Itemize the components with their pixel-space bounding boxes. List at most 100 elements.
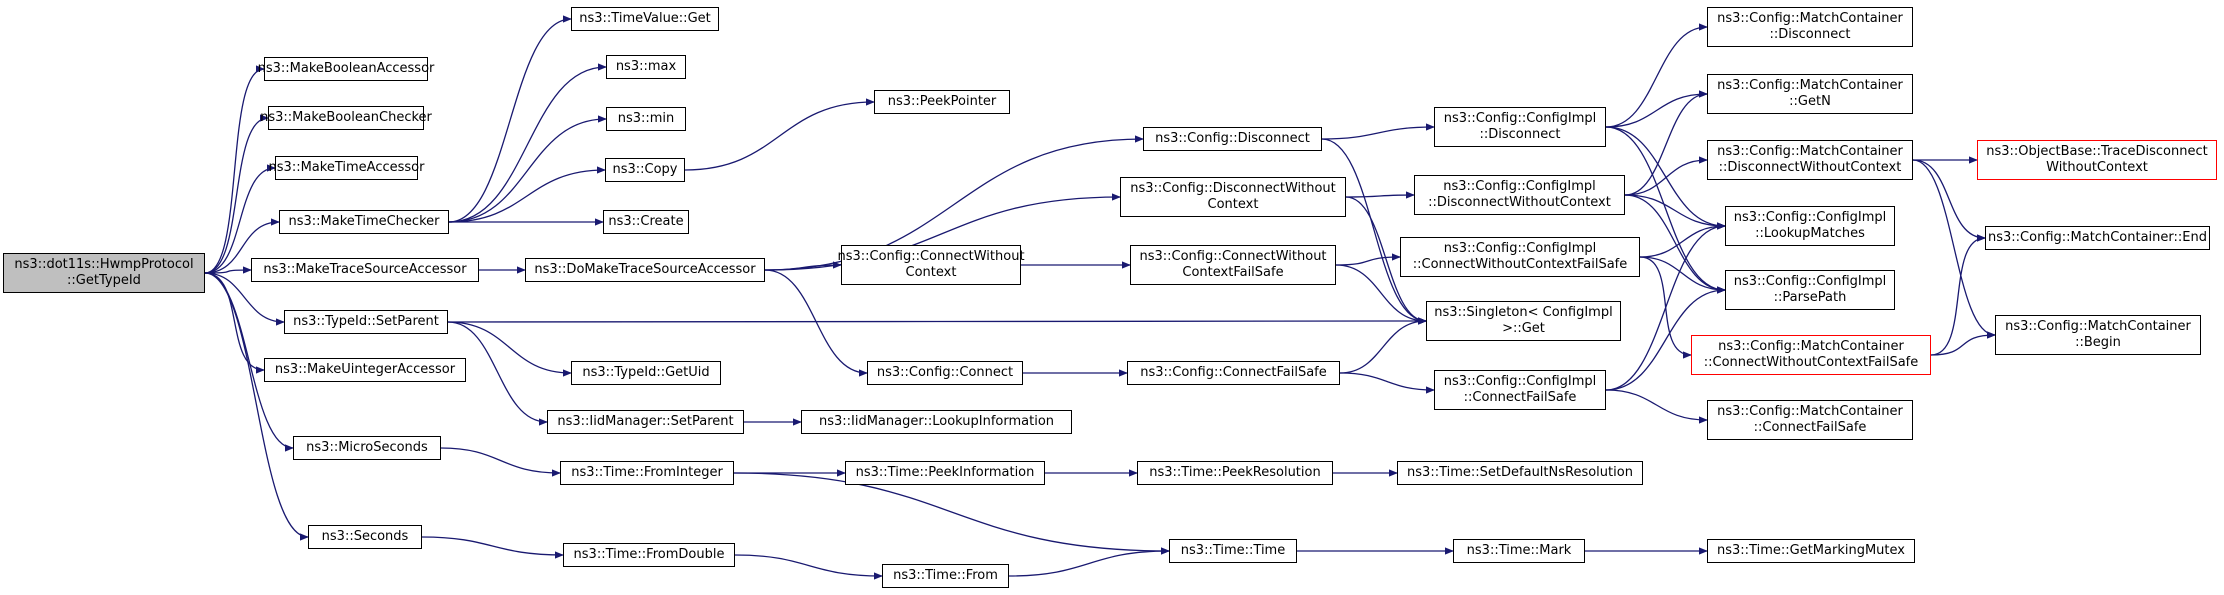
edge-config-connectfailsafe-to-singleton-get	[1339, 317, 1427, 374]
edge-gettypeid-to-makeuintegeraccessor	[204, 272, 265, 374]
node-peekpointer[interactable]: ns3::PeekPointer	[874, 90, 1010, 114]
edge-typeid-setparent-to-typeid-getuid	[447, 321, 572, 377]
edge-configimpl-disconnectwithoutcontext-to-matchcontainer-disconnectwithoutcontext	[1624, 156, 1708, 196]
node-time-mark[interactable]: ns3::Time::Mark	[1453, 539, 1585, 563]
edge-gettypeid-to-makebooleanchecker	[204, 114, 269, 274]
node-singleton-get[interactable]: ns3::Singleton< ConfigImpl >::Get	[1426, 301, 1621, 341]
node-typeid-setparent[interactable]: ns3::TypeId::SetParent	[284, 310, 448, 334]
node-configimpl-disconnectwithoutcontext[interactable]: ns3::Config::ConfigImpl ::DisconnectWith…	[1414, 175, 1625, 215]
node-config-connectfailsafe[interactable]: ns3::Config::ConnectFailSafe	[1127, 361, 1340, 385]
edge-gettypeid-to-maketimeaccessor	[204, 164, 276, 274]
edge-typeid-setparent-to-singleton-get	[447, 317, 1427, 325]
edge-config-connectwithoutcontextfailsafe-to-singleton-get	[1335, 264, 1427, 325]
node-iidmanager-setparent[interactable]: ns3::IidManager::SetParent	[547, 410, 744, 434]
node-time-peekinformation[interactable]: ns3::Time::PeekInformation	[845, 461, 1045, 485]
edge-config-connectfailsafe-to-configimpl-connectfailsafe	[1339, 372, 1435, 394]
edge-maketimechecker-to-timevalue-get	[448, 15, 572, 223]
node-config-connect[interactable]: ns3::Config::Connect	[867, 361, 1023, 385]
edge-configimpl-connectwithoutcontextfailsafe-to-configimpl-lookupmatches	[1639, 222, 1726, 258]
edge-microseconds-to-time-frominteger	[440, 447, 561, 477]
edge-config-disconnect-to-configimpl-disconnect	[1321, 123, 1435, 140]
node-maketracesourceaccessor[interactable]: ns3::MakeTraceSourceAccessor	[251, 258, 479, 282]
node-config-disconnect[interactable]: ns3::Config::Disconnect	[1143, 127, 1322, 151]
node-iidmanager-lookupinformation[interactable]: ns3::IidManager::LookupInformation	[801, 410, 1072, 434]
node-config-disconnectwithoutcontext[interactable]: ns3::Config::DisconnectWithout Context	[1120, 177, 1346, 217]
node-matchcontainer-connectwithoutcontextfailsafe[interactable]: ns3::Config::MatchContainer ::ConnectWit…	[1691, 335, 1931, 375]
edge-domaketracesourceaccessor-to-config-disconnectwithoutcontext	[764, 193, 1121, 271]
node-configimpl-connectwithoutcontextfailsafe[interactable]: ns3::Config::ConfigImpl ::ConnectWithout…	[1400, 237, 1640, 277]
node-matchcontainer-disconnect[interactable]: ns3::Config::MatchContainer ::Disconnect	[1707, 7, 1913, 47]
edge-gettypeid-to-seconds	[204, 272, 309, 541]
edge-config-disconnectwithoutcontext-to-singleton-get	[1345, 196, 1427, 325]
node-time-time[interactable]: ns3::Time::Time	[1169, 539, 1297, 563]
edge-seconds-to-time-fromdouble	[421, 536, 564, 559]
node-typeid-getuid[interactable]: ns3::TypeId::GetUid	[571, 361, 721, 385]
edge-gettypeid-to-maketracesourceaccessor	[204, 266, 252, 274]
edge-matchcontainer-connectwithoutcontextfailsafe-to-matchcontainer-begin	[1930, 331, 1996, 356]
edge-typeid-setparent-to-iidmanager-setparent	[447, 321, 548, 426]
node-configimpl-lookupmatches[interactable]: ns3::Config::ConfigImpl ::LookupMatches	[1725, 206, 1895, 246]
node-makebooleanchecker[interactable]: ns3::MakeBooleanChecker	[260, 106, 432, 130]
edge-maketimechecker-to-copy	[448, 166, 606, 223]
edge-domaketracesourceaccessor-to-config-connect	[764, 269, 868, 377]
edge-configimpl-connectfailsafe-to-configimpl-lookupmatches	[1605, 222, 1726, 391]
edge-gettypeid-to-typeid-setparent	[204, 272, 285, 326]
edge-configimpl-disconnectwithoutcontext-to-configimpl-lookupmatches	[1624, 194, 1726, 230]
edge-config-connectwithoutcontextfailsafe-to-configimpl-connectwithoutcontextfailsafe	[1335, 253, 1401, 266]
node-create[interactable]: ns3::Create	[603, 210, 689, 234]
node-time-fromdouble[interactable]: ns3::Time::FromDouble	[563, 543, 735, 567]
edge-configimpl-disconnect-to-configimpl-parsepath	[1605, 126, 1726, 294]
edge-time-from-to-time-time	[1008, 547, 1170, 577]
edge-configimpl-connectfailsafe-to-matchcontainer-connectfailsafe	[1605, 389, 1708, 424]
node-timevalue-get[interactable]: ns3::TimeValue::Get	[571, 7, 719, 31]
edge-matchcontainer-connectwithoutcontextfailsafe-to-matchcontainer-end	[1930, 234, 1986, 356]
edge-config-disconnectwithoutcontext-to-configimpl-disconnectwithoutcontext	[1345, 191, 1415, 199]
node-matchcontainer-end[interactable]: ns3::Config::MatchContainer::End	[1985, 226, 2210, 250]
edge-gettypeid-to-maketimechecker	[204, 218, 280, 274]
node-makeuintegeraccessor[interactable]: ns3::MakeUintegerAccessor	[264, 358, 466, 382]
node-time-from[interactable]: ns3::Time::From	[882, 564, 1009, 588]
node-matchcontainer-connectfailsafe[interactable]: ns3::Config::MatchContainer ::ConnectFai…	[1707, 400, 1913, 440]
edge-copy-to-peekpointer	[684, 98, 875, 171]
node-maketimeaccessor[interactable]: ns3::MakeTimeAccessor	[269, 156, 424, 180]
node-time-setdefaultnsresolution[interactable]: ns3::Time::SetDefaultNsResolution	[1397, 461, 1643, 485]
edge-configimpl-connectwithoutcontextfailsafe-to-configimpl-parsepath	[1639, 256, 1726, 294]
edge-domaketracesourceaccessor-to-config-connectwithoutcontext	[764, 261, 842, 271]
edge-time-fromdouble-to-time-from	[734, 554, 883, 580]
edge-configimpl-disconnect-to-matchcontainer-getn	[1605, 90, 1708, 128]
node-configimpl-connectfailsafe[interactable]: ns3::Config::ConfigImpl ::ConnectFailSaf…	[1434, 370, 1606, 410]
edge-config-disconnect-to-singleton-get	[1321, 138, 1427, 325]
node-time-getmarkingmutex[interactable]: ns3::Time::GetMarkingMutex	[1707, 539, 1915, 563]
node-matchcontainer-begin[interactable]: ns3::Config::MatchContainer ::Begin	[1995, 315, 2201, 355]
node-min[interactable]: ns3::min	[606, 107, 686, 131]
node-config-connectwithoutcontextfailsafe[interactable]: ns3::Config::ConnectWithout ContextFailS…	[1130, 245, 1336, 285]
node-maketimechecker[interactable]: ns3::MakeTimeChecker	[279, 210, 449, 234]
node-time-peekresolution[interactable]: ns3::Time::PeekResolution	[1137, 461, 1333, 485]
node-seconds[interactable]: ns3::Seconds	[308, 525, 422, 549]
edge-time-frominteger-to-time-time	[733, 472, 1170, 555]
node-matchcontainer-disconnectwithoutcontext[interactable]: ns3::Config::MatchContainer ::Disconnect…	[1707, 140, 1913, 180]
node-domaketracesourceaccessor[interactable]: ns3::DoMakeTraceSourceAccessor	[525, 258, 765, 282]
edge-matchcontainer-disconnectwithoutcontext-to-matchcontainer-begin	[1912, 159, 1996, 339]
edge-maketimechecker-to-min	[448, 115, 607, 223]
edge-configimpl-connectfailsafe-to-configimpl-parsepath	[1605, 286, 1726, 391]
node-max[interactable]: ns3::max	[606, 55, 686, 79]
edge-configimpl-disconnect-to-matchcontainer-disconnect	[1605, 23, 1708, 128]
node-makebooleanaccessor[interactable]: ns3::MakeBooleanAccessor	[258, 57, 434, 81]
node-objectbase-tracedisconnectwithoutcontext[interactable]: ns3::ObjectBase::TraceDisconnect Without…	[1977, 140, 2217, 180]
node-copy[interactable]: ns3::Copy	[605, 158, 685, 182]
edge-configimpl-connectwithoutcontextfailsafe-to-matchcontainer-connectwithoutcontextfailsafe	[1639, 256, 1692, 359]
node-matchcontainer-getn[interactable]: ns3::Config::MatchContainer ::GetN	[1707, 74, 1913, 114]
edge-gettypeid-to-makebooleanaccessor	[204, 65, 265, 274]
edge-matchcontainer-disconnectwithoutcontext-to-matchcontainer-end	[1912, 159, 1986, 242]
node-microseconds[interactable]: ns3::MicroSeconds	[293, 436, 441, 460]
node-time-frominteger[interactable]: ns3::Time::FromInteger	[560, 461, 734, 485]
edge-configimpl-disconnectwithoutcontext-to-configimpl-parsepath	[1624, 194, 1726, 294]
node-config-connectwithoutcontext[interactable]: ns3::Config::ConnectWithout Context	[837, 245, 1025, 285]
node-configimpl-disconnect[interactable]: ns3::Config::ConfigImpl ::Disconnect	[1434, 107, 1606, 147]
node-gettypeid[interactable]: ns3::dot11s::HwmpProtocol ::GetTypeId	[3, 253, 205, 293]
node-configimpl-parsepath[interactable]: ns3::Config::ConfigImpl ::ParsePath	[1725, 270, 1895, 310]
edge-configimpl-disconnect-to-configimpl-lookupmatches	[1605, 126, 1726, 230]
